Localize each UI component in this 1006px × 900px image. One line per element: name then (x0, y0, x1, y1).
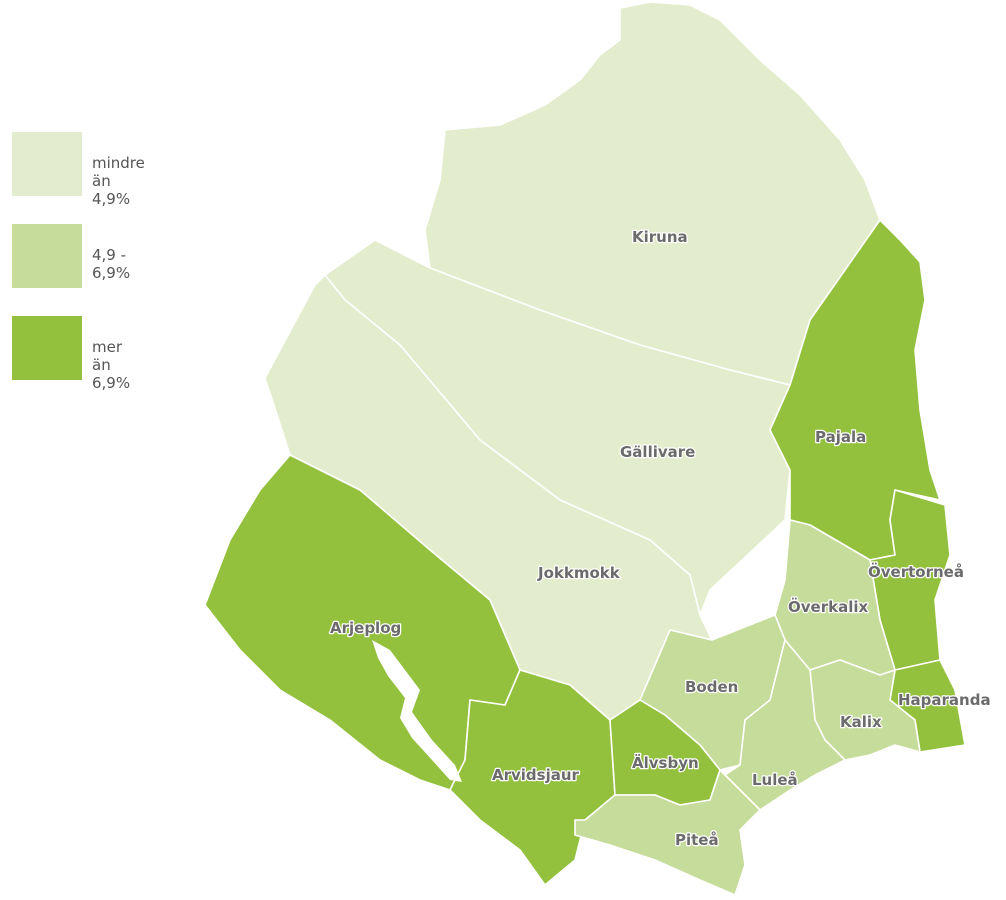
label-arjeplog: Arjeplog (330, 619, 401, 637)
label-pajala: Pajala (815, 428, 866, 446)
label-lulea: Luleå (752, 771, 798, 789)
label-gallivare: Gällivare (620, 443, 695, 461)
region-pitea[interactable] (574, 769, 761, 896)
legend-swatch-high (12, 316, 82, 380)
label-pitea: Piteå (675, 831, 719, 849)
label-alvsbyn: Älvsbyn (632, 753, 699, 772)
legend-label-mid: 4,9 - 6,9% (92, 246, 131, 282)
label-kalix: Kalix (840, 713, 882, 731)
legend-swatch-low (12, 132, 82, 196)
legend-label-high: mer än 6,9% (92, 338, 131, 392)
legend-swatch-mid (12, 224, 82, 288)
lake-hornavan (372, 640, 462, 782)
label-jokkmokk: Jokkmokk (537, 564, 621, 582)
legend-label-low: mindre än 4,9% (92, 154, 145, 208)
label-haparanda: Haparanda (898, 691, 991, 709)
region-arjeplog[interactable] (204, 454, 521, 791)
label-overtornea: Övertorneå (868, 562, 964, 581)
label-overkalix: Överkalix (788, 597, 868, 616)
label-arvidsjaur: Arvidsjaur (492, 766, 580, 784)
label-boden: Boden (685, 678, 738, 696)
label-kiruna: Kiruna (632, 228, 688, 246)
